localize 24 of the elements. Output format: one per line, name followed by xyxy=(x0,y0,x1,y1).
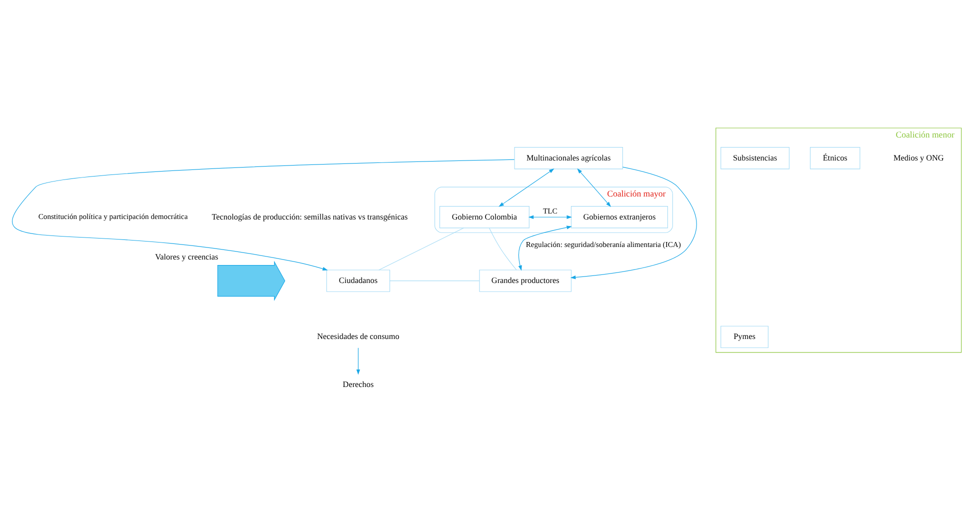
node-box: Pymes xyxy=(720,326,768,348)
connector xyxy=(390,280,480,282)
node-arrow xyxy=(217,260,286,301)
arrow xyxy=(12,159,515,271)
connector xyxy=(489,228,517,270)
arrow xyxy=(528,215,572,219)
node-text: Derechos xyxy=(342,380,374,390)
node-text: Necesidades de consumo xyxy=(317,332,400,342)
node-box: Ciudadanos xyxy=(326,270,390,292)
arrow xyxy=(577,168,612,207)
node-label: Valores y creencias xyxy=(155,252,218,262)
arrow xyxy=(518,226,572,271)
arrow xyxy=(356,348,360,375)
arrow xyxy=(570,166,697,280)
node-box: Multinacionales agrícolas xyxy=(514,147,623,170)
label: Tecnologías de producción: semillas nativas vs transgénicas xyxy=(212,212,408,222)
node-box: Subsistencias xyxy=(720,147,790,170)
connector xyxy=(378,228,464,270)
node-box: Gobiernos extranjeros xyxy=(570,206,668,228)
node-box: Gobierno Colombia xyxy=(439,206,530,228)
arrow xyxy=(498,168,554,207)
node-box: Étnicos xyxy=(810,147,860,170)
node-text: Medios y ONG xyxy=(893,153,944,162)
node-box: Grandes productores xyxy=(479,270,572,292)
